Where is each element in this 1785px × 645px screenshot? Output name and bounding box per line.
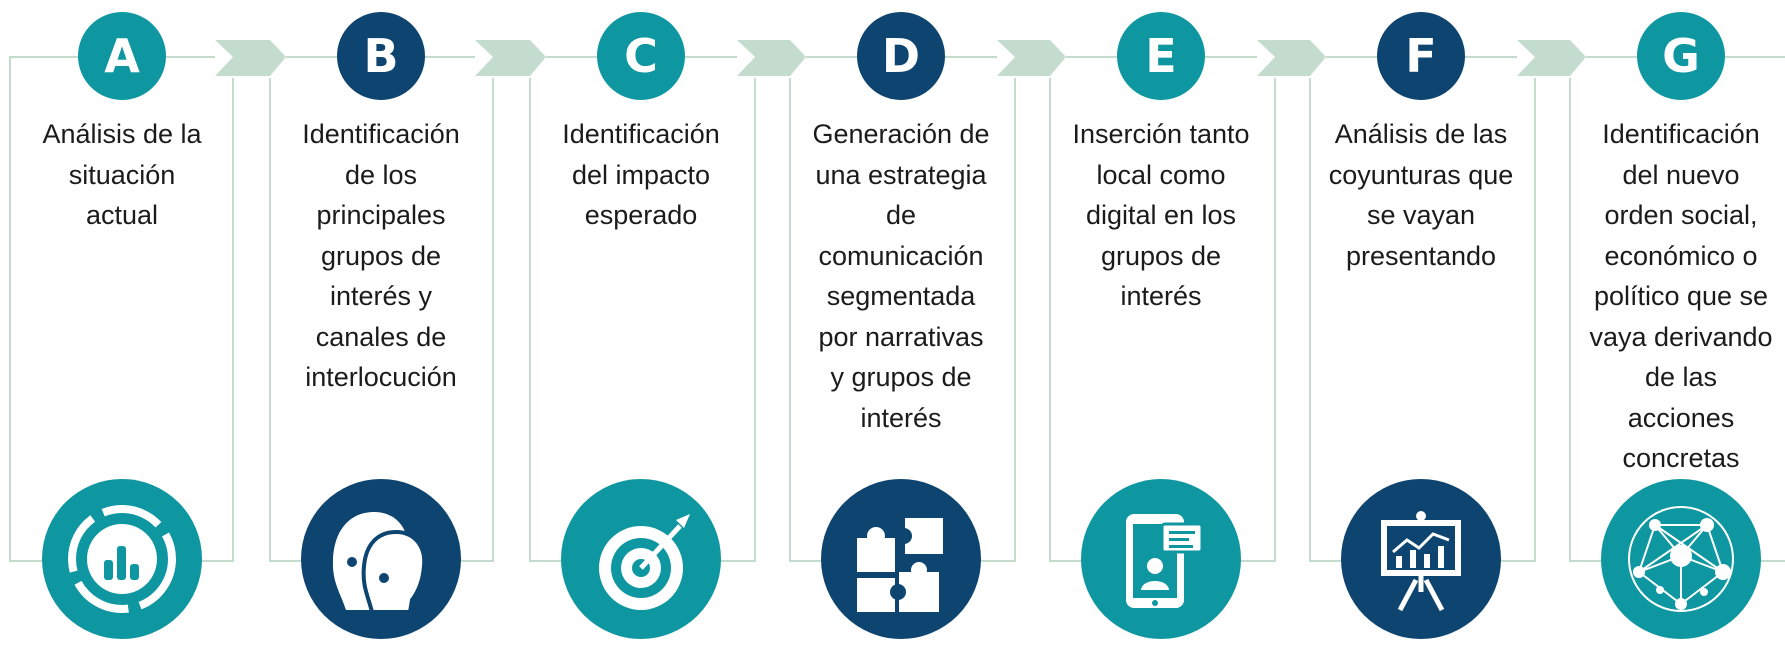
connector-arrow [215, 40, 286, 76]
presentation-board-icon [1341, 479, 1501, 639]
step-g-badge: G [1637, 12, 1725, 100]
step-letter: A [104, 29, 140, 83]
puzzle-pieces-icon [821, 479, 981, 639]
target-arrow-icon [561, 479, 721, 639]
step-c-frame [529, 56, 756, 562]
step-letter: C [624, 29, 658, 83]
step-d-frame [789, 56, 1016, 562]
step-a-text: Análisis de la situación actual [42, 119, 202, 230]
connector-arrow [1517, 40, 1586, 76]
step-g-text: Identificación del nuevo orden social, e… [1589, 119, 1773, 473]
connector-arrow [1257, 40, 1326, 76]
step-a-badge: A [78, 12, 166, 100]
connector-arrow [997, 40, 1066, 76]
step-e-frame [1049, 56, 1276, 562]
tablet-user-icon [1081, 479, 1241, 639]
analytics-chart-icon [42, 479, 202, 639]
step-b-frame [269, 56, 494, 562]
step-f-text: Análisis de las coyunturas que se vayan … [1328, 119, 1514, 271]
step-b-text: Identificación de los principales grupos… [302, 119, 460, 392]
step-letter: G [1662, 29, 1700, 83]
step-letter: D [882, 29, 920, 83]
step-f-frame [1309, 56, 1536, 562]
step-c-badge: C [597, 12, 685, 100]
step-f-badge: F [1377, 12, 1465, 100]
step-d-badge: D [857, 12, 945, 100]
step-e-badge: E [1117, 12, 1205, 100]
step-letter: B [363, 29, 398, 83]
step-e-text: Inserción tanto local como digital en lo… [1072, 119, 1250, 311]
connector-arrow [475, 40, 546, 76]
step-d-text: Generación de una estrategia de comunica… [812, 119, 990, 433]
people-heads-icon [301, 479, 461, 639]
step-letter: E [1145, 29, 1176, 83]
step-b-badge: B [337, 12, 425, 100]
connector-arrow [737, 40, 806, 76]
step-c-text: Identificación del impacto esperado [562, 119, 720, 230]
step-letter: F [1405, 29, 1436, 83]
network-globe-icon [1601, 479, 1761, 639]
